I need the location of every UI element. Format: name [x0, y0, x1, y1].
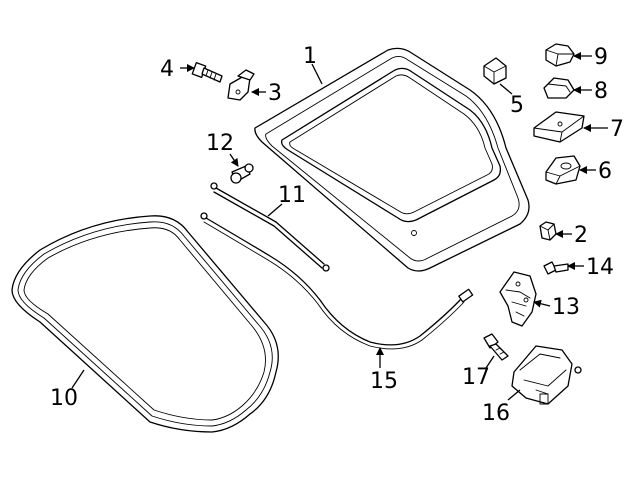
- callout-6: 6: [598, 159, 612, 184]
- callout-17: 17: [462, 365, 490, 390]
- callout-5: 5: [510, 93, 524, 118]
- actuator-16: [511, 345, 582, 405]
- callout-12: 12: [206, 131, 234, 156]
- callout-9: 9: [594, 45, 608, 70]
- pad-8: [543, 77, 575, 99]
- leader-lines: [71, 52, 608, 401]
- hinge-bracket: [227, 69, 255, 101]
- callout-labels: 1 2 3 4 5 6 7 8 9 10 11 12 13 14 15 16 1…: [50, 44, 624, 426]
- weatherstrip-seal: [11, 215, 279, 433]
- callout-3: 3: [268, 81, 282, 106]
- callout-10: 10: [50, 386, 78, 411]
- ball-stud: [230, 163, 254, 184]
- nut-2: [539, 221, 557, 241]
- callout-16: 16: [482, 401, 510, 426]
- liftgate-panel: [254, 47, 530, 272]
- callout-8: 8: [594, 79, 608, 104]
- latch-13: [499, 271, 537, 327]
- bolt-17: [483, 333, 509, 361]
- cap-9: [545, 43, 575, 67]
- callout-13: 13: [552, 295, 580, 320]
- callout-14: 14: [586, 255, 614, 280]
- callout-15: 15: [370, 369, 398, 394]
- plate-7: [533, 111, 585, 143]
- bumper-5: [483, 57, 507, 85]
- callout-7: 7: [610, 117, 624, 142]
- cover-6: [545, 155, 581, 185]
- callout-2: 2: [574, 223, 588, 248]
- bolt-4: [191, 62, 223, 83]
- release-cable: [200, 212, 474, 350]
- callout-1: 1: [303, 44, 317, 69]
- screw-14: [543, 261, 569, 275]
- gas-strut: [210, 182, 330, 272]
- callout-4: 4: [160, 57, 174, 82]
- callout-11: 11: [278, 183, 306, 208]
